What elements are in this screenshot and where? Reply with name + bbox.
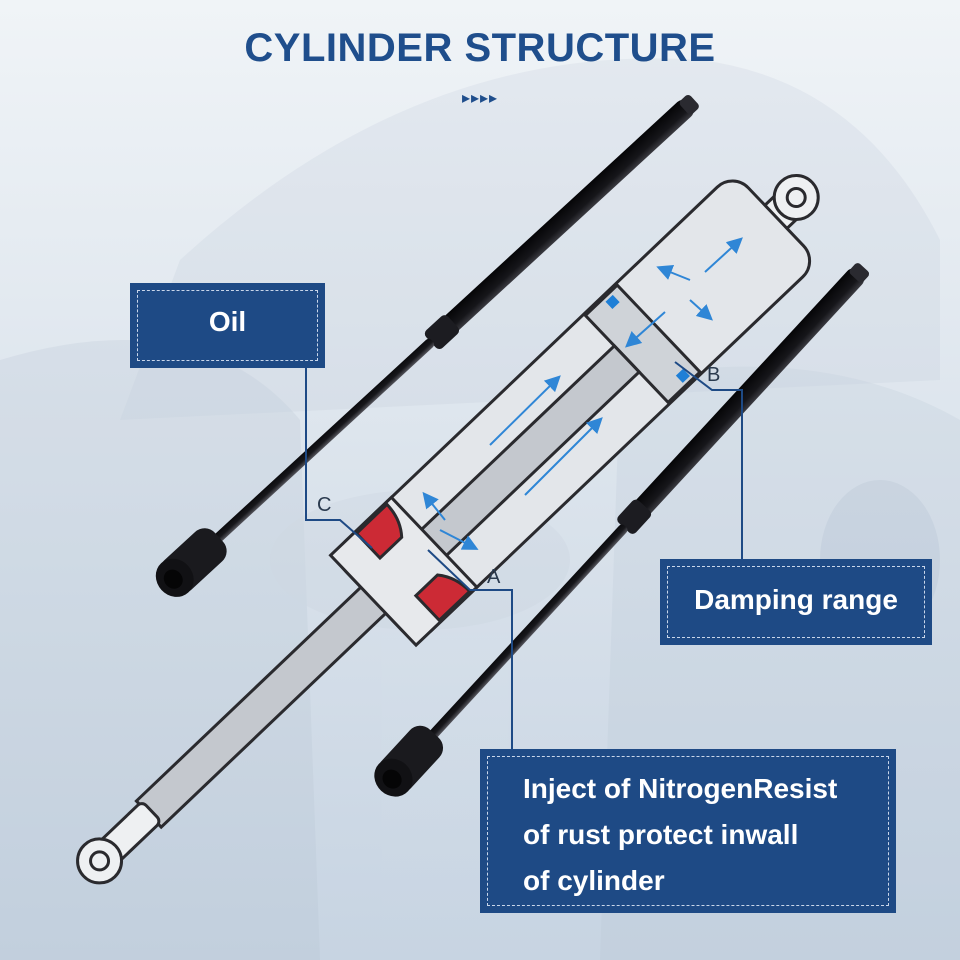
page-title: CYLINDER STRUCTURE [244,26,716,70]
callout-damping-text: Damping range [694,584,898,615]
gas-strut-left [155,94,699,597]
cutaway-cylinder [76,174,820,885]
callout-nitrogen-line-3: of cylinder [523,865,665,896]
callout-nitrogen-line-1: Inject of NitrogenResist [523,773,838,804]
callout-nitrogen-line-2: of rust protect inwall [523,819,799,850]
callout-nitrogen: Inject of NitrogenResist of rust protect… [483,752,893,910]
callout-oil-text: Oil [208,306,247,337]
flow-arrows [422,237,743,550]
leader-lines [305,361,743,752]
label-c: C [317,494,332,516]
gas-strut-right [374,263,870,797]
label-a: A [487,566,501,588]
callout-oil: Oil [133,286,322,365]
label-b: B [707,364,721,386]
chevron-arrows-icon: ▸▸▸▸ [461,90,499,107]
callout-damping-range: Damping range [663,562,929,642]
